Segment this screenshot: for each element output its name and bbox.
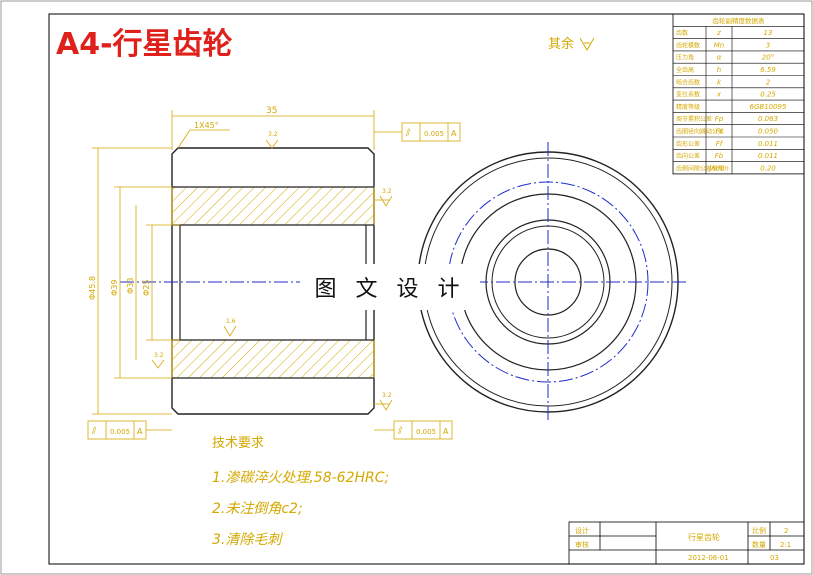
- svg-text:⫽: ⫽: [91, 426, 97, 437]
- param-symbol: Ff: [716, 140, 724, 148]
- svg-text:⫽: ⫽: [405, 128, 411, 139]
- dim-chamfer: 1X45°: [194, 121, 219, 130]
- param-name: 齿数: [676, 29, 688, 37]
- tb-date: 2012-06-01: [688, 554, 729, 562]
- rough-mid: 1.6: [226, 318, 236, 325]
- watermark: 图 文 设 计: [300, 264, 480, 310]
- svg-text:A: A: [443, 427, 449, 436]
- param-symbol: z: [716, 29, 721, 37]
- param-symbol: Mn: [714, 41, 724, 49]
- param-value: 6GB10095: [750, 103, 787, 111]
- param-value: 3: [766, 41, 770, 49]
- notes-heading: 技术要求: [212, 436, 264, 451]
- param-value: 0.20: [760, 164, 776, 172]
- svg-text:0.005: 0.005: [110, 428, 130, 436]
- param-table-border: [672, 13, 805, 175]
- rough-left: 3.2: [154, 352, 164, 359]
- section-view: [120, 147, 420, 415]
- param-name: 周节累积公差: [676, 115, 712, 123]
- tb-sheet: 03: [770, 554, 779, 562]
- note-item-2: 2.未注倒角c2;: [212, 501, 303, 517]
- tolerance-frame-2: ⫽ 0.005 A: [87, 420, 172, 440]
- watermark-text: 图 文 设 计: [314, 277, 466, 302]
- svg-text:0.005: 0.005: [416, 428, 436, 436]
- svg-text:⫽: ⫽: [397, 426, 403, 437]
- param-value: 0.25: [760, 91, 776, 99]
- surface-note: 其余: [548, 36, 574, 52]
- param-name: 压力角: [676, 54, 694, 62]
- param-symbol: k: [717, 78, 722, 86]
- dim-width: 35: [266, 106, 277, 116]
- param-name: 齿圈径向跳动公差: [676, 128, 724, 136]
- svg-text:0.005: 0.005: [424, 130, 444, 138]
- param-symbol: Fp: [715, 115, 724, 123]
- param-name: 全齿高: [676, 66, 694, 74]
- inner-frame: [48, 13, 805, 565]
- tb-qty-value: 2:1: [780, 541, 791, 549]
- param-value: 20°: [762, 54, 774, 62]
- param-name: 齿形公差: [676, 140, 700, 148]
- param-value: 0.050: [758, 128, 779, 136]
- param-value: 0.011: [758, 152, 778, 160]
- param-name: 齿向公差: [676, 152, 700, 160]
- note-item-1: 1.渗碳淬火处理,58-62HRC;: [212, 470, 389, 486]
- tb-scale-value: 2: [784, 527, 788, 535]
- title-block: [568, 521, 805, 565]
- param-symbol: x: [716, 91, 722, 99]
- param-value: 0.011: [758, 140, 778, 148]
- dim-inner-diameter: Φ25: [142, 280, 151, 296]
- tolerance-frame-3: ⫽ 0.005 A: [374, 420, 453, 440]
- rough-right2: 3.2: [382, 392, 392, 399]
- drawing-title: A4-行星齿轮: [56, 27, 233, 62]
- rough-top: 3.2: [268, 131, 278, 138]
- tb-qty-label: 数量: [752, 540, 766, 549]
- tb-check-label: 审核: [575, 540, 589, 549]
- tb-design-label: 设计: [575, 526, 589, 535]
- note-item-3: 3.清除毛刺: [212, 532, 283, 548]
- param-value: 13: [764, 29, 773, 37]
- dim-bore-diameter: Φ33: [126, 278, 135, 294]
- dim-outer-diameter: Φ45.8: [88, 276, 97, 300]
- dimensions: [92, 110, 390, 415]
- tolerance-frame-1: ⫽ 0.005 A: [374, 122, 461, 142]
- param-name: 齿轮模数: [676, 41, 700, 49]
- svg-text:A: A: [451, 129, 457, 138]
- roughness-marks: [151, 139, 393, 411]
- param-value: 6.59: [760, 66, 776, 74]
- param-value: 2: [766, 78, 771, 86]
- param-value: 0.063: [758, 115, 778, 123]
- param-table-title: 齿轮副精度数据表: [713, 16, 766, 25]
- param-name: 啮合齿数: [676, 78, 700, 86]
- tb-scale-label: 比例: [752, 526, 766, 535]
- param-symbol: Fb: [715, 152, 724, 160]
- param-symbol: h: [717, 66, 721, 74]
- param-symbol: Fr: [716, 128, 724, 136]
- roughness-symbol-icon: [579, 37, 595, 51]
- tb-part-name: 行星齿轮: [688, 532, 720, 542]
- rough-right: 3.2: [382, 188, 392, 195]
- param-name: 精度等级: [676, 103, 700, 111]
- dim-mid-diameter: Φ39: [110, 280, 119, 296]
- svg-text:A: A: [137, 427, 143, 436]
- param-symbol: jnmin: [708, 164, 729, 172]
- param-name: 齿侧间隙公差极限: [676, 164, 724, 172]
- param-name: 变位系数: [676, 91, 700, 99]
- param-symbol: α: [717, 54, 722, 62]
